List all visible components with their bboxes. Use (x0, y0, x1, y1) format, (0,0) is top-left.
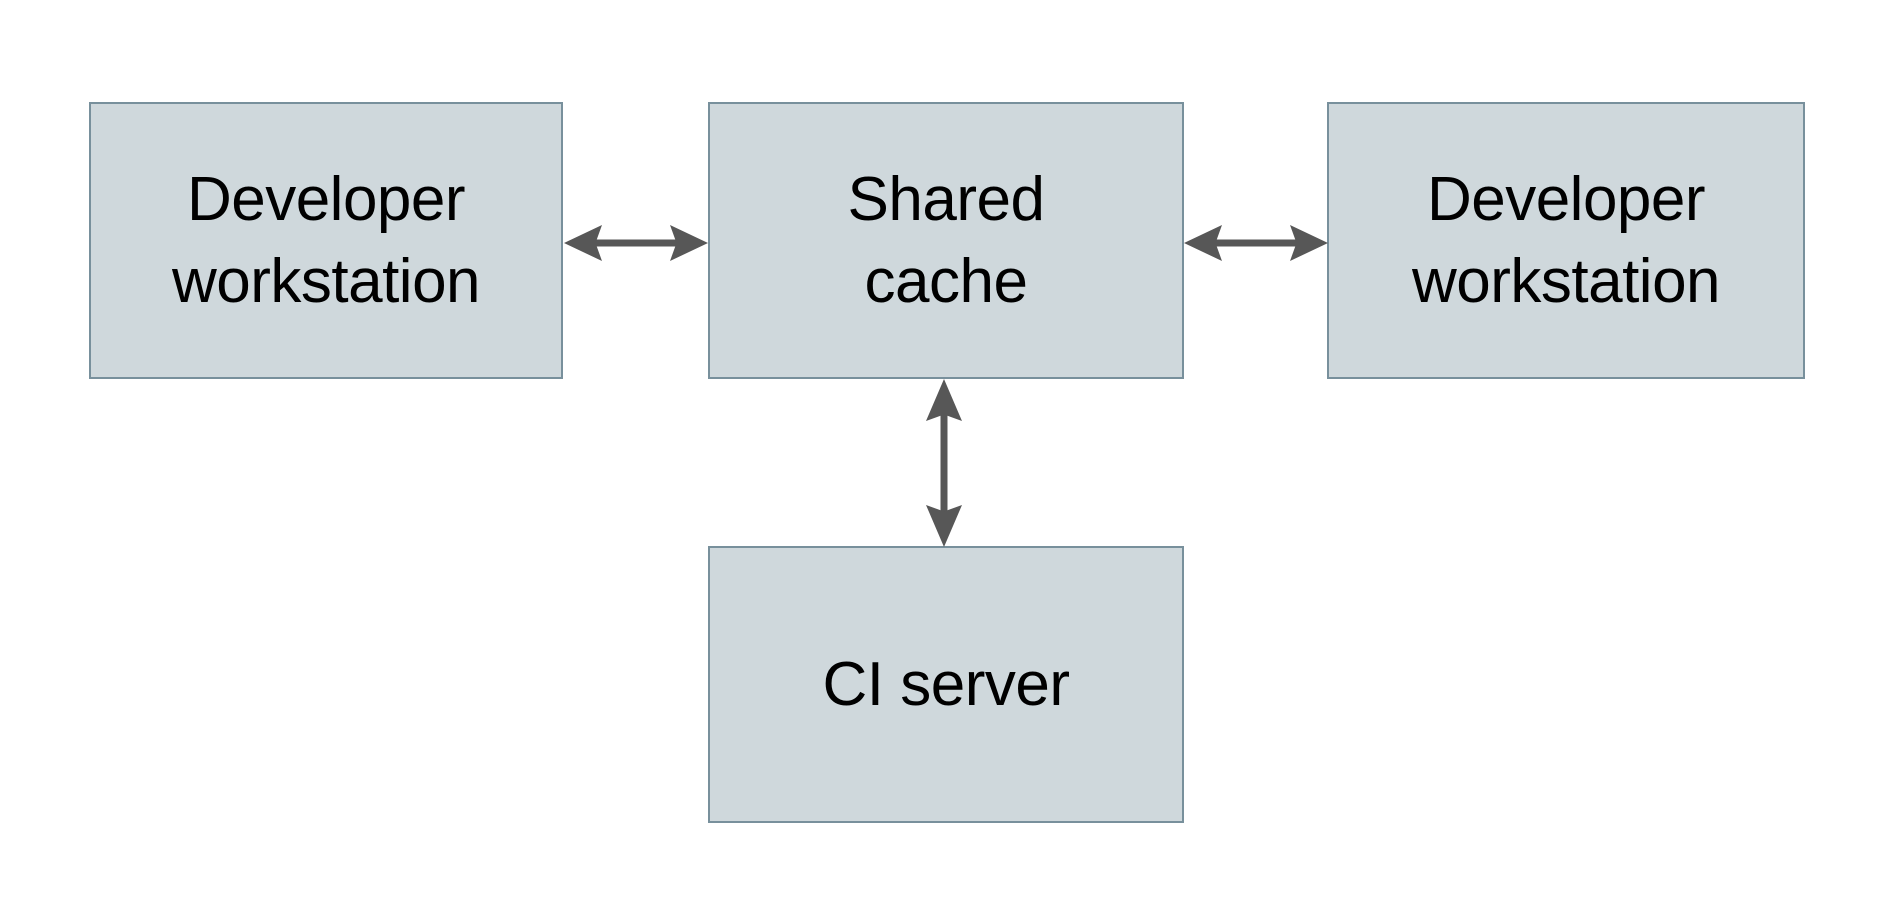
double-arrow-vertical-icon (926, 379, 962, 547)
node-shared-cache[interactable]: Shared cache (708, 102, 1184, 379)
edge-shared-cache-to-ci-server[interactable] (913, 375, 975, 551)
node-ci-server[interactable]: CI server (708, 546, 1184, 823)
double-arrow-horizontal-icon (1184, 225, 1328, 261)
double-arrow-horizontal-icon (564, 225, 708, 261)
edge-shared-cache-to-developer-workstation-right[interactable] (1180, 212, 1332, 274)
node-label: CI server (822, 649, 1070, 719)
edge-developer-workstation-left-to-shared-cache[interactable] (560, 212, 712, 274)
node-label: Shared cache (847, 164, 1045, 316)
node-developer-workstation-left[interactable]: Developer workstation (89, 102, 563, 379)
node-label: Developer workstation (171, 164, 481, 316)
node-developer-workstation-right[interactable]: Developer workstation (1327, 102, 1805, 379)
node-label: Developer workstation (1411, 164, 1721, 316)
